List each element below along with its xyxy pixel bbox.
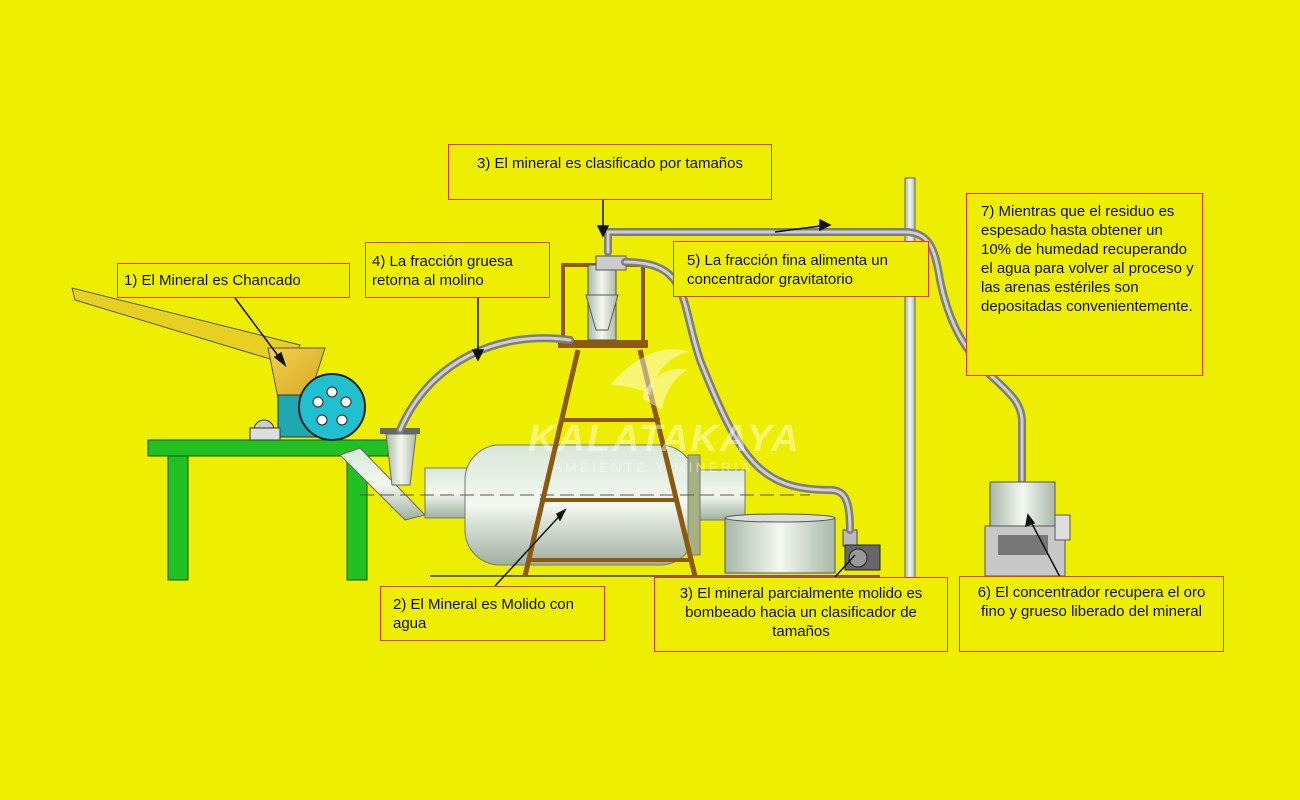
jaw-crusher <box>249 347 366 441</box>
label-step3-top: 3) El mineral es clasificado por tamaños <box>448 144 772 200</box>
annotation-arrows <box>234 200 1061 587</box>
slurry-pump <box>842 529 881 571</box>
vertical-pipe <box>904 177 916 579</box>
label-step2: 2) El Mineral es Molido con agua <box>380 586 605 641</box>
watermark-tagline: AMBIENTE Y MINERIA <box>552 459 754 475</box>
ball-mill <box>360 444 810 566</box>
label-step1: 1) El Mineral es Chancado <box>117 263 350 298</box>
watermark-logo-icon <box>610 349 690 410</box>
label-step5: 5) La fracción fina alimenta un concentr… <box>673 241 929 297</box>
gravity-concentrator <box>984 481 1071 577</box>
label-step7: 7) Mientras que el residuo es espesado h… <box>966 193 1203 376</box>
conveyor-chute <box>71 287 301 366</box>
label-step3-bottom: 3) El mineral parcialmente molido es bom… <box>654 577 948 652</box>
crusher-table <box>147 439 389 581</box>
label-step6: 6) El concentrador recupera el oro fino … <box>959 576 1224 652</box>
watermark-name: KALATAKAYA <box>528 418 801 460</box>
classifier-tower <box>522 255 698 577</box>
label-step4: 4) La fracción gruesa retorna al molino <box>365 242 550 298</box>
pump-tank <box>724 513 836 574</box>
